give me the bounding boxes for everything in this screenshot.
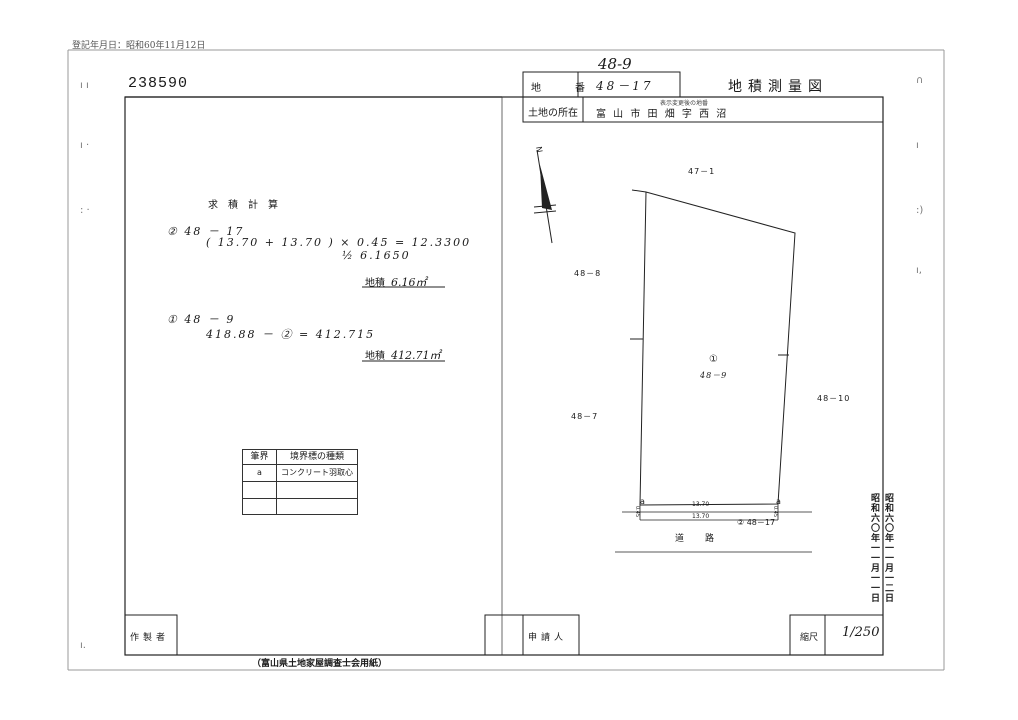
parcel-48-10-label: 48－10 bbox=[817, 394, 851, 403]
table-row bbox=[243, 498, 357, 514]
binding-mark: ı. bbox=[80, 640, 86, 651]
scale-value: 1/250 bbox=[842, 625, 880, 640]
table-row bbox=[243, 482, 357, 499]
dimension-side-left: 0.45 bbox=[634, 506, 640, 518]
dimension-lower: 13.70 bbox=[692, 513, 710, 520]
row-mark: a bbox=[243, 465, 277, 481]
row-mark bbox=[243, 482, 277, 498]
parcel-circle-number: ① bbox=[709, 354, 718, 365]
table-row: a コンクリート羽取心 bbox=[243, 465, 357, 482]
corner-a-right: a bbox=[776, 497, 781, 506]
binding-mark: ı bbox=[916, 140, 919, 151]
header-marker-type: 境界標の種類 bbox=[289, 452, 344, 462]
dimension-side-right: 0.45 bbox=[772, 506, 778, 518]
table-header: 筆界 境界標の種類 bbox=[243, 450, 357, 465]
document-number: 238590 bbox=[128, 75, 189, 92]
calc-item2-formula: ( 13.70 + 13.70 ) × 0.45 = 12.3300 bbox=[206, 236, 472, 249]
row-type bbox=[277, 498, 357, 514]
parcel-48-8-label: 48－8 bbox=[574, 269, 602, 278]
corner-a-left: a bbox=[640, 497, 645, 506]
parcel-48-7-label: 48－7 bbox=[571, 412, 599, 421]
location-small-note: 表示変更後の地番 bbox=[660, 100, 709, 107]
calc-item1-label: ① 48 － 9 bbox=[167, 313, 236, 326]
handwritten-parcel-number: 48-9 bbox=[598, 55, 632, 73]
registration-stamp-line1: 昭和六〇年一一月一二日 bbox=[883, 493, 893, 603]
calc-item1-formula: 418.88 － ② = 412.715 bbox=[206, 328, 376, 341]
document-title: 地積測量図 bbox=[728, 79, 828, 95]
dimension-upper: 13.70 bbox=[692, 501, 710, 508]
calc-item2-half: ½ 6.1650 bbox=[342, 249, 411, 262]
registration-date: 登記年月日：昭和60年11月12日 bbox=[72, 41, 206, 51]
binding-mark: ı · bbox=[80, 140, 90, 151]
scale-label: 縮尺 bbox=[800, 633, 819, 643]
area-value: 412.71㎡ bbox=[391, 349, 441, 362]
strip-48-17-label: ② 48－17 bbox=[737, 518, 776, 527]
road-label: 道 路 bbox=[675, 534, 721, 544]
area-label: 地積 bbox=[365, 278, 385, 289]
location-value: 富 山 市 田 畑 字 西 沼 bbox=[596, 109, 729, 120]
parcel-number-label: 地 番 bbox=[531, 83, 597, 94]
area-label: 地積 bbox=[365, 351, 385, 362]
binding-mark: ı, bbox=[916, 265, 922, 276]
printer-credit: （富山県土地家屋調査士会用紙） bbox=[252, 659, 388, 669]
binding-mark: ∩ bbox=[916, 75, 924, 86]
area-value: 6.16㎡ bbox=[391, 276, 427, 289]
parcel-number-value: 48－17 bbox=[596, 79, 654, 93]
calc-item1-area: 地積 412.71㎡ bbox=[365, 347, 441, 363]
binding-mark: ı ı bbox=[80, 80, 89, 91]
calc-item2-area: 地積 6.16㎡ bbox=[365, 274, 427, 290]
header-boundary: 筆界 bbox=[243, 450, 277, 464]
calculation-title: 求積計算 bbox=[208, 200, 288, 211]
applicant-label: 申請人 bbox=[528, 633, 568, 643]
calc-item2-label: ② 48 － 17 bbox=[167, 225, 245, 238]
binding-mark: :) bbox=[916, 205, 924, 216]
row-type bbox=[277, 482, 357, 498]
row-type: コンクリート羽取心 bbox=[281, 468, 353, 477]
maker-label: 作製者 bbox=[130, 633, 170, 643]
binding-mark: : · bbox=[80, 205, 90, 216]
parcel-48-9-label: 48－9 bbox=[700, 371, 728, 380]
boundary-marker-table: 筆界 境界標の種類 a コンクリート羽取心 bbox=[242, 449, 358, 515]
registration-stamp-line2: 昭和六〇年一一月一一日 bbox=[869, 493, 879, 603]
row-mark bbox=[243, 498, 277, 514]
location-label: 土地の所在 bbox=[528, 108, 578, 119]
parcel-47-1-label: 47－1 bbox=[688, 167, 716, 176]
